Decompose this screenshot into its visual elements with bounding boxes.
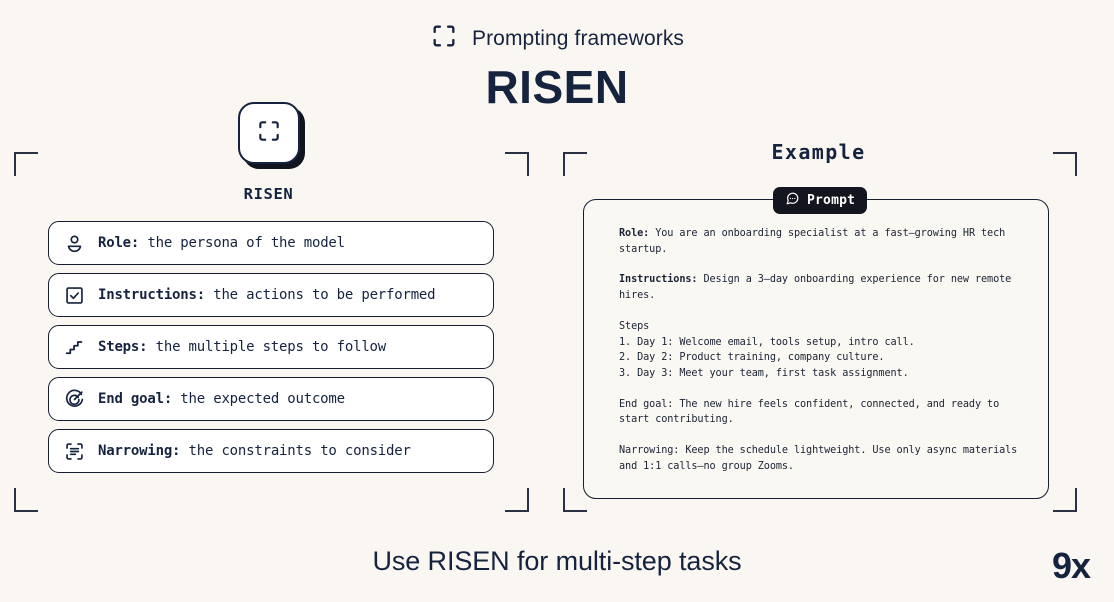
prompt-end-goal-paragraph: End goal: The new hire feels confident, … — [619, 398, 1000, 426]
footer-tagline: Use RISEN for multi-step tasks — [372, 546, 742, 576]
scan-frame-icon — [430, 22, 458, 55]
prompt-step-item: 2. Day 2: Product training, company cult… — [619, 352, 885, 364]
framework-item-text: Narrowing: the constraints to consider — [98, 443, 411, 459]
framework-list: Role: the persona of the model Instructi… — [48, 221, 494, 473]
example-heading: Example — [771, 140, 866, 164]
framework-item-steps[interactable]: Steps: the multiple steps to follow — [48, 325, 494, 369]
framework-item-term: End goal: — [98, 391, 173, 407]
frame-bracket-right-top-left — [563, 152, 587, 176]
prompt-instructions-paragraph: Instructions: Design a 3–day onboarding … — [619, 272, 1020, 303]
prompt-example-panel: Role: You are an onboarding specialist a… — [583, 199, 1049, 499]
framework-item-text: Role: the persona of the model — [98, 235, 345, 251]
framework-logo: RISEN — [238, 102, 302, 203]
prompt-narrowing-paragraph: Narrowing: Keep the schedule lightweight… — [619, 445, 1018, 472]
framework-item-description: the multiple steps to follow — [155, 339, 387, 355]
framework-item-end-goal[interactable]: End goal: the expected outcome — [48, 377, 494, 421]
stairs-steps-icon — [63, 336, 85, 358]
scan-text-icon — [63, 440, 85, 462]
frame-bracket-left-bottom-right — [505, 488, 529, 512]
framework-item-text: Instructions: the actions to be performe… — [98, 287, 436, 303]
frame-bracket-left-bottom-left — [14, 488, 38, 512]
prompt-badge-label: Prompt — [807, 193, 856, 208]
framework-item-role[interactable]: Role: the persona of the model — [48, 221, 494, 265]
framework-item-term: Instructions: — [98, 287, 205, 303]
frame-bracket-left-top-left — [14, 152, 38, 176]
framework-item-term: Steps: — [98, 339, 148, 355]
prompt-step-item: 1. Day 1: Welcome email, tools setup, in… — [619, 336, 915, 348]
framework-item-term: Narrowing: — [98, 443, 181, 459]
scan-frame-icon — [256, 118, 282, 149]
framework-item-description: the actions to be performed — [213, 287, 436, 303]
prompt-steps-label: Steps — [619, 320, 650, 332]
prompt-role-text: You are an onboarding specialist at a fa… — [619, 228, 1006, 255]
logo-caption: RISEN — [243, 185, 294, 203]
framework-item-text: Steps: the multiple steps to follow — [98, 339, 386, 355]
framework-item-narrowing[interactable]: Narrowing: the constraints to consider — [48, 429, 494, 473]
user-icon — [63, 232, 85, 254]
framework-item-instructions[interactable]: Instructions: the actions to be performe… — [48, 273, 494, 317]
checkbox-check-icon — [63, 284, 85, 306]
framework-item-description: the constraints to consider — [188, 443, 411, 459]
framework-item-description: the persona of the model — [147, 235, 345, 251]
framework-item-term: Role: — [98, 235, 140, 251]
chat-bubble-dots-icon — [785, 191, 800, 211]
frame-bracket-right-bottom-left — [563, 488, 587, 512]
prompt-instructions-label: Instructions: — [619, 274, 698, 286]
logo-tile — [238, 102, 300, 164]
prompt-body: Role: You are an onboarding specialist a… — [619, 226, 1020, 474]
frame-bracket-right-bottom-right — [1053, 488, 1077, 512]
prompt-badge: Prompt — [773, 187, 868, 214]
eyebrow-label: Prompting frameworks — [471, 26, 685, 50]
target-goal-icon — [63, 388, 85, 410]
prompt-role-paragraph: Role: You are an onboarding specialist a… — [619, 226, 1020, 257]
page-title: RISEN — [485, 61, 629, 113]
prompt-role-label: Role: — [619, 228, 650, 239]
frame-bracket-left-top-right — [505, 152, 529, 176]
frame-bracket-right-top-right — [1053, 152, 1077, 176]
prompt-instructions-text: Design a 3–day onboarding experience for… — [619, 274, 1012, 302]
framework-item-text: End goal: the expected outcome — [98, 391, 345, 407]
framework-item-description: the expected outcome — [180, 391, 345, 407]
eyebrow: Prompting frameworks — [0, 22, 1114, 55]
prompt-step-item: 3. Day 3: Meet your team, first task ass… — [619, 367, 909, 379]
brand-logo: 9x — [1051, 545, 1091, 586]
